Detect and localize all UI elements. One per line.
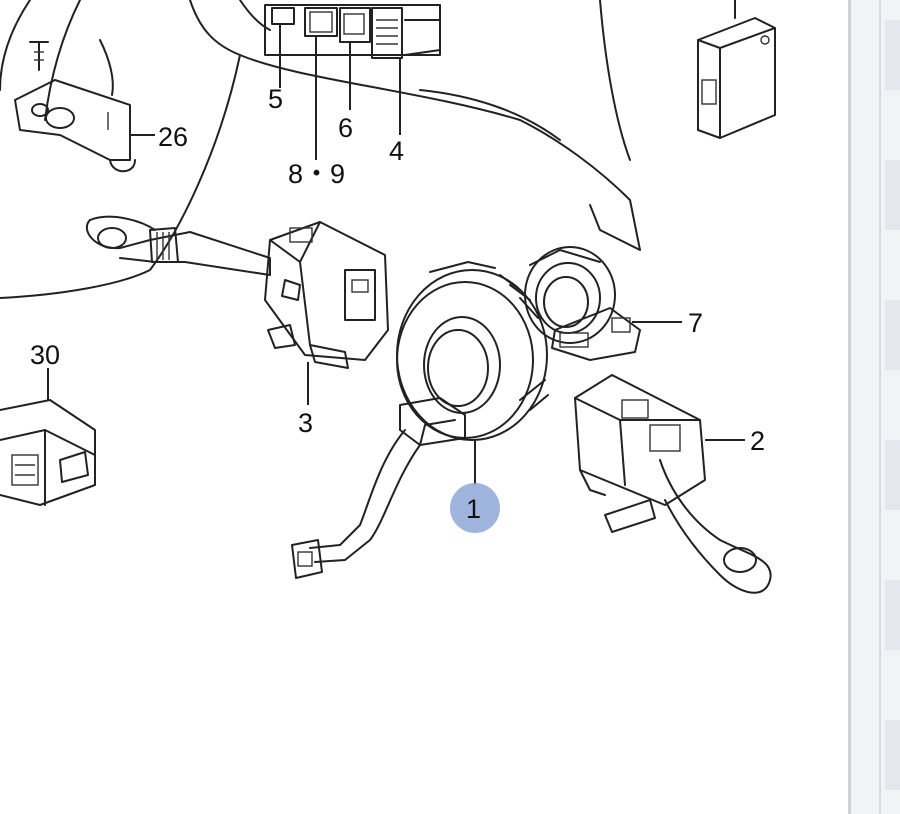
combination-switch-body-3 <box>264 221 389 369</box>
highlight-marker-1[interactable] <box>450 483 500 533</box>
sensor-ring-part-7 <box>524 246 641 361</box>
exploded-parts-diagram: 5 8・9 6 4 26 30 3 1 7 2 <box>0 0 776 594</box>
callout-4: 4 <box>389 136 404 166</box>
side-panel-band <box>885 440 900 510</box>
switch-panel-assembly <box>264 4 441 59</box>
lever-switch-part-2 <box>574 374 772 594</box>
side-panel-band <box>885 300 900 370</box>
clock-spring-part-1 <box>291 261 549 579</box>
callout-30: 30 <box>30 340 60 370</box>
bracket-part-26 <box>14 41 136 173</box>
lever-switch-left <box>85 215 271 276</box>
callout-6: 6 <box>338 113 353 143</box>
callout-2: 2 <box>750 426 765 456</box>
side-panel-band <box>885 580 900 650</box>
callout-3: 3 <box>298 408 313 438</box>
module-part-30 <box>0 399 96 506</box>
column-cover-outline <box>0 0 641 299</box>
callout-7: 7 <box>688 308 703 338</box>
callout-26: 26 <box>158 122 188 152</box>
callout-8-9: 8・9 <box>288 159 345 189</box>
callout-1: 1 <box>466 494 481 524</box>
side-panel-divider <box>879 0 881 814</box>
callout-5: 5 <box>268 84 283 114</box>
side-panel-band <box>885 20 900 90</box>
side-panel-scroll-area[interactable] <box>848 0 900 814</box>
side-panel-band <box>885 160 900 230</box>
control-module-top-right <box>697 0 776 139</box>
side-panel-band <box>885 720 900 790</box>
